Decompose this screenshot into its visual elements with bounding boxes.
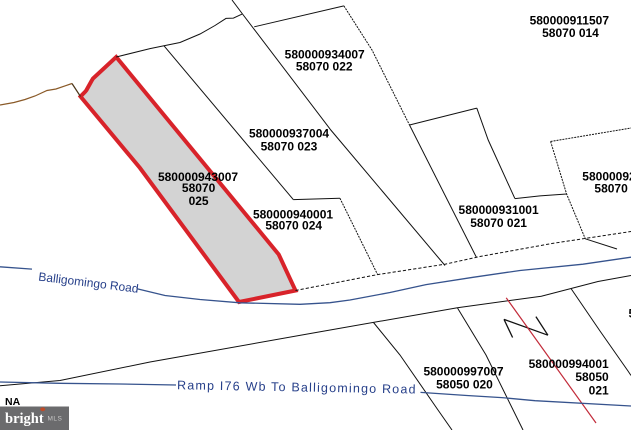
svg-text:021: 021 bbox=[589, 383, 609, 397]
svg-text:025: 025 bbox=[189, 194, 209, 208]
svg-text:58070 018: 58070 018 bbox=[594, 182, 631, 196]
svg-text:58070 021: 58070 021 bbox=[470, 216, 527, 230]
svg-text:580000929007: 580000929007 bbox=[582, 169, 631, 183]
svg-text:58070: 58070 bbox=[182, 181, 216, 195]
svg-text:580000931001: 580000931001 bbox=[459, 203, 539, 217]
svg-text:58050 020: 58050 020 bbox=[436, 377, 493, 391]
svg-text:MLS: MLS bbox=[48, 416, 63, 423]
svg-text:580000997007: 580000997007 bbox=[423, 364, 503, 378]
svg-text:Ramp I76 Wb To Balligomingo Ro: Ramp I76 Wb To Balligomingo Road bbox=[177, 378, 417, 396]
svg-text:580000940001: 580000940001 bbox=[253, 207, 333, 221]
svg-text:580000994001: 580000994001 bbox=[529, 357, 609, 371]
svg-text:58: 58 bbox=[629, 306, 631, 320]
svg-text:580000934007: 580000934007 bbox=[285, 47, 365, 61]
svg-text:580000943007: 580000943007 bbox=[158, 170, 238, 184]
svg-text:bright: bright bbox=[5, 411, 44, 427]
svg-text:580000911507: 580000911507 bbox=[530, 14, 610, 28]
svg-text:58070 024: 58070 024 bbox=[265, 218, 322, 232]
svg-text:58070 014: 58070 014 bbox=[542, 26, 599, 40]
svg-text:NA: NA bbox=[5, 396, 21, 408]
svg-text:580000937004: 580000937004 bbox=[249, 126, 329, 140]
svg-text:58070 022: 58070 022 bbox=[296, 59, 353, 73]
svg-text:58070 023: 58070 023 bbox=[261, 139, 318, 153]
svg-text:58050: 58050 bbox=[575, 370, 609, 384]
